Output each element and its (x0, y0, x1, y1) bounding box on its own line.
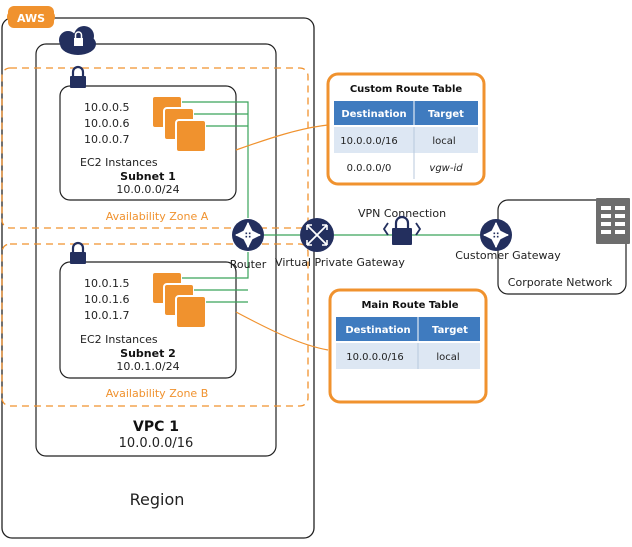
zone-a-label: Availability Zone A (106, 210, 209, 223)
table-cell: vgw-id (429, 163, 463, 174)
zone-b-label: Availability Zone B (106, 387, 209, 400)
subnet-2-instances-label: EC2 Instances (80, 333, 158, 346)
ec2-instance-icon (151, 95, 207, 153)
table-cell: 10.0.0.0/16 (346, 352, 403, 363)
aws-badge-text: AWS (17, 12, 45, 25)
server-icon (596, 198, 630, 244)
customer-gateway-icon (480, 219, 512, 251)
subnet-2-cidr: 10.0.1.0/24 (116, 360, 179, 373)
table-cell: local (432, 136, 455, 147)
ec2-instance-icon (151, 271, 207, 329)
router-icon (232, 219, 264, 251)
table-cell: 0.0.0.0/0 (347, 163, 392, 174)
corporate-network-label: Corporate Network (508, 276, 613, 289)
table-cell: local (436, 352, 459, 363)
subnet-lock-icon (70, 65, 86, 88)
main-table-connector (235, 311, 329, 351)
custom-route-table: Custom Route Table Destination Target 10… (326, 72, 486, 186)
main-table-header-target: Target (432, 325, 468, 336)
main-table-header-destination: Destination (345, 325, 410, 336)
subnet-lock-icon (70, 241, 86, 264)
subnet-1-ip: 10.0.0.6 (84, 117, 129, 130)
subnet-1-name: Subnet 1 (120, 170, 176, 183)
aws-badge-icon (7, 6, 55, 28)
table-cell: 10.0.0.0/16 (340, 136, 397, 147)
customer-gateway-label: Customer Gateway (455, 249, 561, 262)
region-label: Region (130, 490, 185, 509)
custom-table-header-target: Target (428, 109, 464, 120)
main-table-title: Main Route Table (361, 300, 458, 311)
vpg-label: Virtual Private Gateway (275, 256, 405, 269)
subnet-1-ip: 10.0.0.7 (84, 133, 129, 146)
subnet-2-ip: 10.0.1.7 (84, 309, 129, 322)
vpn-label: VPN Connection (358, 207, 446, 220)
availability-zone-b (1, 243, 309, 407)
vpc-cidr: 10.0.0.0/16 (119, 436, 194, 451)
vpc-name: VPC 1 (133, 419, 179, 435)
subnet-2-name: Subnet 2 (120, 347, 176, 360)
vpn-lock-icon (382, 215, 422, 245)
availability-zone-a (1, 67, 309, 229)
main-route-table: Main Route Table Destination Target 10.0… (328, 288, 488, 404)
subnet-2-ip: 10.0.1.6 (84, 293, 129, 306)
subnet-1-cidr: 10.0.0.0/24 (116, 183, 179, 196)
virtual-private-gateway-icon (300, 218, 334, 252)
subnet-1-instances-label: EC2 Instances (80, 156, 158, 169)
router-label: Router (230, 258, 267, 271)
custom-table-title: Custom Route Table (350, 84, 463, 95)
subnet-1-ip: 10.0.0.5 (84, 101, 129, 114)
custom-table-header-destination: Destination (341, 109, 406, 120)
custom-table-connector (235, 124, 329, 151)
subnet-2-ip: 10.0.1.5 (84, 277, 129, 290)
vpc-cloud-lock-icon (59, 26, 96, 55)
